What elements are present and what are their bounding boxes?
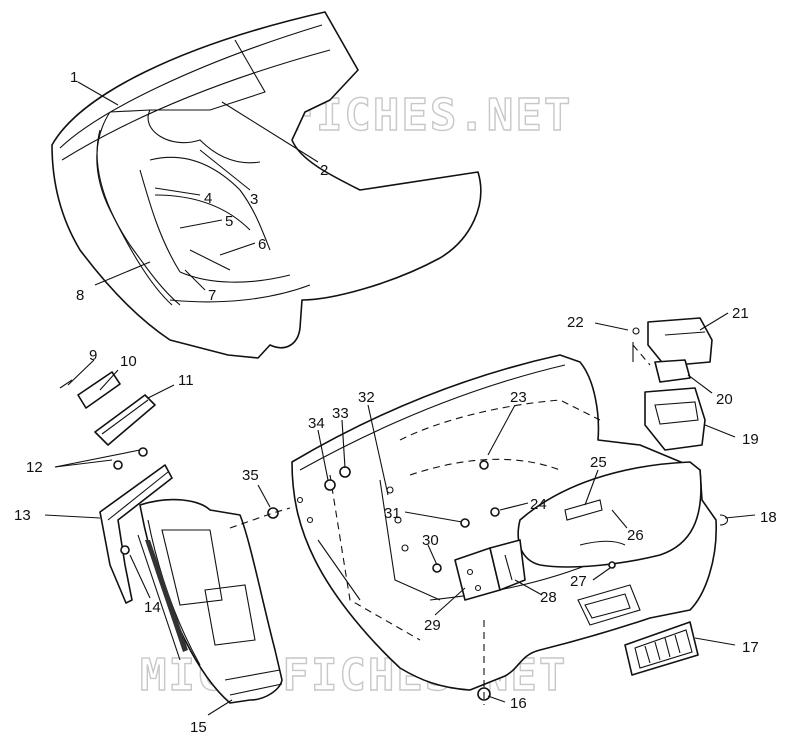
callout-12: 12 — [26, 459, 43, 476]
dash-35 — [229, 507, 291, 529]
callout-20: 20 — [716, 391, 733, 408]
hinge-assembly — [454, 539, 526, 601]
callout-27: 27 — [570, 573, 587, 590]
dash-latch — [632, 344, 651, 366]
lens — [77, 371, 121, 409]
callout-31: 31 — [384, 505, 401, 522]
seat-hood-assembly — [51, 11, 482, 359]
callout-4: 4 — [204, 190, 212, 207]
callout-8: 8 — [76, 287, 84, 304]
callout-35: 35 — [242, 467, 259, 484]
callout-9: 9 — [89, 347, 97, 364]
callout-24: 24 — [530, 496, 547, 513]
callout-15: 15 — [190, 719, 207, 736]
callout-2: 2 — [320, 162, 328, 179]
front-fender — [137, 498, 283, 704]
vent-grille — [624, 621, 699, 676]
callout-11: 11 — [178, 372, 194, 389]
callout-32: 32 — [358, 389, 375, 406]
callout-16: 16 — [510, 695, 527, 712]
body-panel — [291, 354, 717, 691]
latch-assembly — [632, 317, 713, 451]
callout-19: 19 — [742, 431, 759, 448]
callout-10: 10 — [120, 353, 137, 370]
bracket — [99, 464, 173, 604]
callout-34: 34 — [308, 415, 325, 432]
callout-29: 29 — [424, 617, 441, 634]
callout-17: 17 — [742, 639, 759, 656]
strap — [517, 461, 702, 568]
callout-13: 13 — [14, 507, 31, 524]
callout-33: 33 — [332, 405, 349, 422]
light-housing — [94, 394, 156, 446]
leader-lines — [44, 81, 756, 716]
callout-26: 26 — [627, 527, 644, 544]
callout-5: 5 — [225, 213, 233, 230]
callout-18: 18 — [760, 509, 777, 526]
callout-22: 22 — [567, 314, 584, 331]
callout-28: 28 — [540, 589, 557, 606]
callout-25: 25 — [590, 454, 607, 471]
callout-3: 3 — [250, 191, 258, 208]
callout-14: 14 — [144, 599, 161, 616]
callout-30: 30 — [422, 532, 439, 549]
callout-1: 1 — [70, 69, 78, 86]
callout-23: 23 — [510, 389, 527, 406]
screw-9 — [59, 379, 73, 389]
callout-7: 7 — [208, 287, 216, 304]
callout-6: 6 — [258, 236, 266, 253]
callout-21: 21 — [732, 305, 749, 322]
callout-labels: 1 2 3 4 5 6 7 8 9 10 11 12 13 14 15 16 1… — [14, 69, 777, 736]
